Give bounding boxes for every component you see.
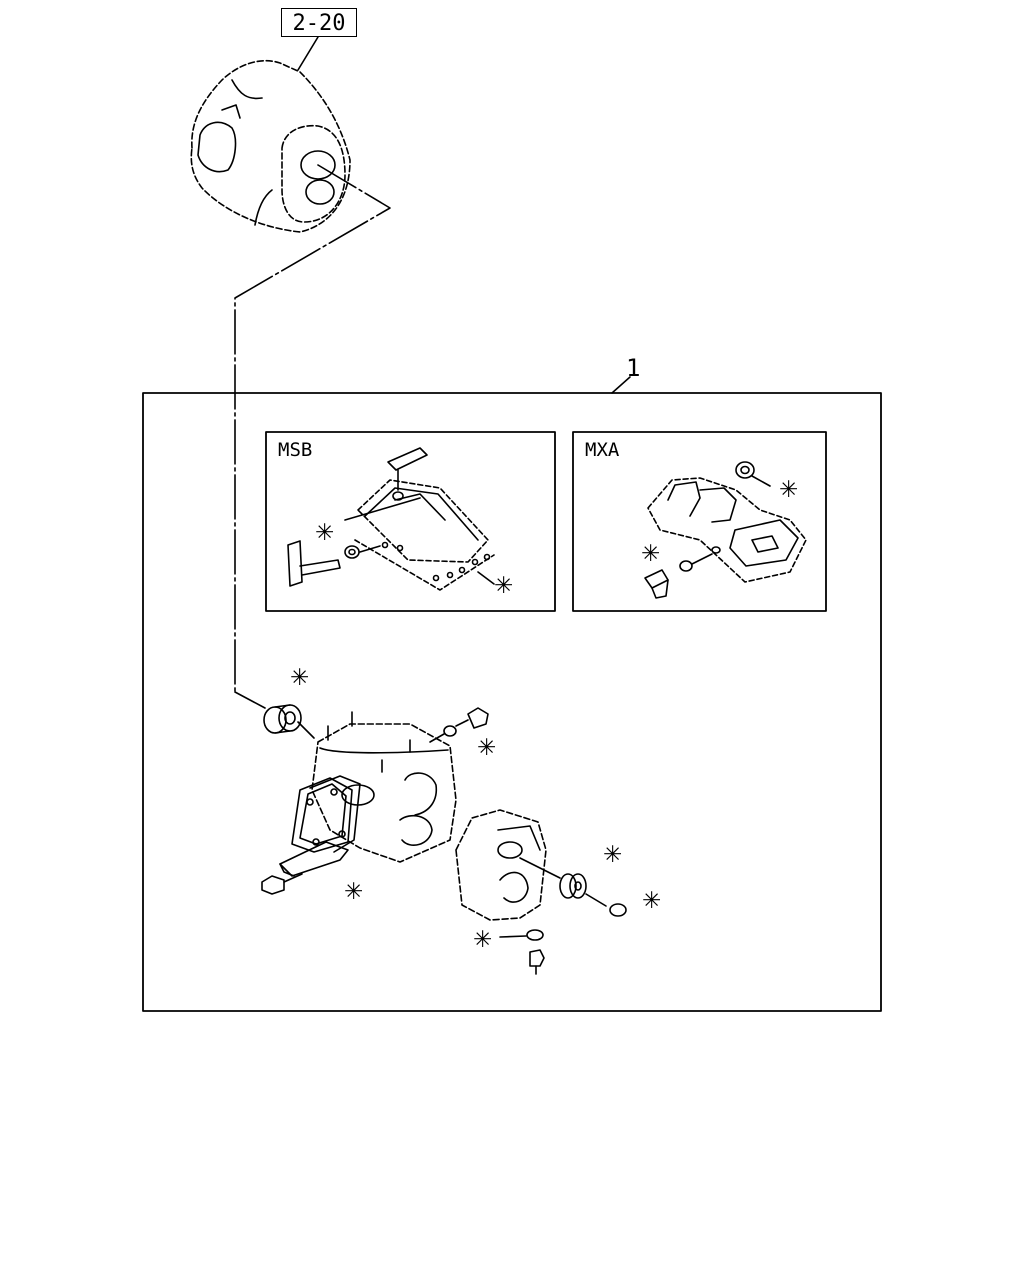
extension-housing-drawing (455, 809, 561, 921)
marker-icon: ✳ (642, 888, 662, 914)
reference-leader (297, 36, 319, 71)
bolt-left-drawing (261, 873, 303, 895)
mxa-inset-label: MXA (585, 439, 620, 461)
marker-icon: ✳ (779, 477, 799, 503)
clutch-housing-drawing (190, 59, 351, 233)
msb-inset-label: MSB (278, 439, 313, 461)
bearing-left-drawing (263, 704, 315, 739)
marker-icon: ✳ (290, 665, 310, 691)
marker-icon: ✳ (344, 879, 364, 905)
mxa-inset-frame (572, 431, 827, 612)
marker-icon: ✳ (494, 573, 514, 599)
msb-inset-frame (265, 431, 556, 612)
item-number-leader (611, 376, 631, 394)
marker-icon: ✳ (477, 735, 497, 761)
msb-cover-drawing (287, 447, 495, 591)
cover-plate-drawing (279, 775, 361, 877)
marker-icon: ✳ (315, 520, 335, 546)
bolt-top-drawing (429, 707, 489, 743)
assembly-leader (234, 164, 391, 693)
rear-seal-drawing (559, 873, 627, 917)
item-number: 1 (626, 354, 641, 382)
reference-number-box[interactable]: 2-20 (281, 8, 357, 37)
marker-icon: ✳ (603, 842, 623, 868)
bolt-bottom-drawing (499, 929, 545, 975)
marker-icon: ✳ (641, 541, 661, 567)
transmission-case-drawing (311, 711, 457, 863)
mxa-cover-drawing (644, 461, 807, 599)
assembly-frame (142, 392, 882, 1012)
marker-icon: ✳ (473, 927, 493, 953)
